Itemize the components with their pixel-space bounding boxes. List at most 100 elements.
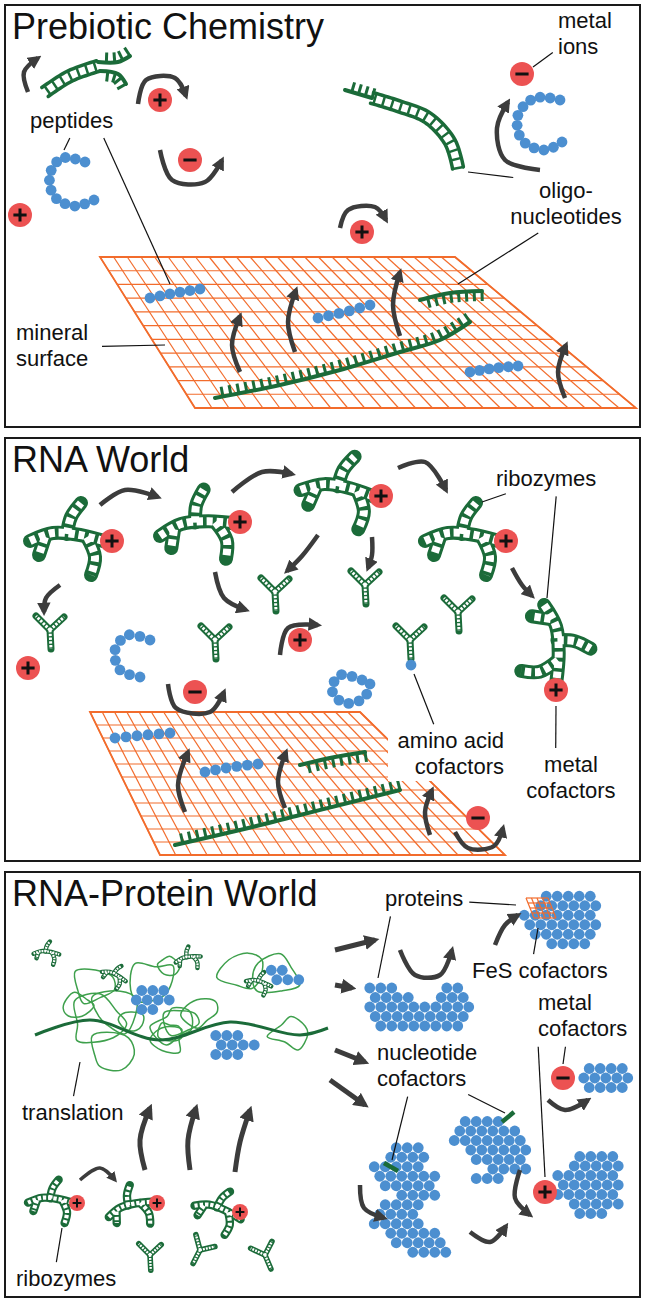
ion-circle (494, 529, 518, 553)
amino-acid-bead (530, 929, 541, 940)
amino-acid-bead (369, 1161, 380, 1172)
reaction-arrow (235, 1110, 250, 1172)
protein (519, 891, 601, 949)
protein (210, 1030, 259, 1060)
ion-charge (499, 534, 512, 547)
mineral-surface (100, 257, 636, 408)
amino-acid-bead (165, 728, 176, 739)
amino-acid-bead (574, 910, 585, 921)
grid-line (154, 841, 492, 842)
ion-charge (293, 633, 306, 646)
leader-line (102, 345, 165, 346)
callout-label: ribozymes (14, 1266, 118, 1292)
metal-ion (369, 484, 393, 508)
grid-line (441, 257, 619, 408)
ion-charge (153, 93, 166, 106)
nucleobase-tick (377, 348, 380, 358)
leader-line (56, 1228, 62, 1262)
ribozyme-helix (458, 612, 459, 631)
amino-acid-bead (574, 1208, 585, 1219)
base-pair-dashes (178, 960, 181, 966)
amino-acid-bead (221, 1030, 232, 1041)
peptide-chain (110, 629, 156, 682)
amino-acid-bead (493, 1154, 504, 1165)
ion-charge (538, 1185, 551, 1198)
amino-acid-bead (391, 1237, 402, 1248)
nucleobase-tick (117, 84, 126, 89)
ribozyme (396, 626, 424, 659)
amino-acid-bead (46, 165, 57, 176)
ion-circle (100, 529, 124, 553)
base-pair-dashes (114, 964, 122, 975)
panel-heading: RNA World (6, 439, 195, 480)
amino-acid-bead (413, 1180, 424, 1191)
ribozyme (173, 944, 204, 973)
amino-acid-bead (591, 1180, 602, 1191)
base-pair-rung (52, 81, 58, 90)
amino-acid-bead (407, 1190, 418, 1201)
strand-backbone (100, 71, 126, 84)
reaction-arrow (497, 102, 540, 170)
callout-label: FeS cofactors (470, 958, 610, 984)
metal-ion (228, 510, 252, 534)
ion-circle (16, 656, 40, 680)
reaction-arrow (232, 471, 292, 492)
nucleobase-tick (409, 339, 412, 349)
amino-acid-bead (266, 965, 277, 976)
ion-charge (21, 661, 34, 674)
nucleobase-tick (274, 811, 276, 821)
grid-line (318, 257, 466, 408)
amino-acid-bead (124, 669, 135, 680)
protein (364, 983, 474, 1032)
amino-acid-bead (430, 1021, 441, 1032)
oligonucleotide-strand (345, 82, 375, 98)
base-pair-rung (399, 102, 402, 112)
leader-line (555, 706, 556, 748)
amino-acid-bead (435, 1237, 446, 1248)
ribozyme-helix (462, 503, 476, 534)
base-pair-rung (407, 104, 410, 114)
base-pair-dashes (365, 585, 366, 604)
amino-acid-bead (436, 1011, 447, 1022)
nucleobase-tick (473, 291, 476, 301)
grid-line (160, 352, 570, 353)
amino-acid-bead (227, 1040, 238, 1051)
callout-label: proteins (383, 886, 465, 912)
amino-acid-bead (414, 1011, 425, 1022)
mineral-surfaces (90, 257, 636, 920)
nucleobase-tick (316, 761, 318, 771)
nucleobase-tick (204, 828, 206, 838)
amino-acid-bead (436, 992, 447, 1003)
amino-acid-bead (546, 919, 557, 930)
amino-acid-bead (347, 671, 358, 682)
base-pair-dashes (103, 972, 107, 978)
ribozyme-helix (39, 537, 45, 555)
nucleobase-tick (324, 759, 326, 769)
nucleobase-tick (297, 805, 299, 815)
amino-acid-bead (590, 919, 601, 930)
base-pair-dashes (113, 1212, 120, 1223)
ribozyme-helix (338, 455, 355, 487)
metal-ion (69, 1195, 85, 1211)
amino-acid-bead (509, 1126, 520, 1137)
ribozyme-helix (365, 585, 366, 604)
ion-circle (148, 88, 172, 112)
fes-cluster (526, 898, 556, 918)
amino-acid-bead (552, 891, 563, 902)
base-pair-dashes (410, 640, 411, 659)
metal-ion (8, 203, 32, 227)
panel-box: RNA-Protein World (4, 871, 641, 1298)
protein (552, 1151, 623, 1219)
amino-acid-bead (115, 665, 126, 676)
amino-acid-bead (375, 1021, 386, 1032)
amino-acid-bead (216, 1040, 227, 1051)
amino-acid-bead (563, 1170, 574, 1181)
amino-acid-bead (370, 992, 381, 1003)
base-pair-dashes (36, 952, 38, 958)
nucleobase-tick (284, 374, 286, 384)
amino-acid-bead (419, 1021, 430, 1032)
grid-line (117, 284, 488, 285)
amino-acid-bead (200, 767, 211, 778)
ion-circle (149, 1195, 165, 1211)
metal-ion (551, 1066, 575, 1090)
